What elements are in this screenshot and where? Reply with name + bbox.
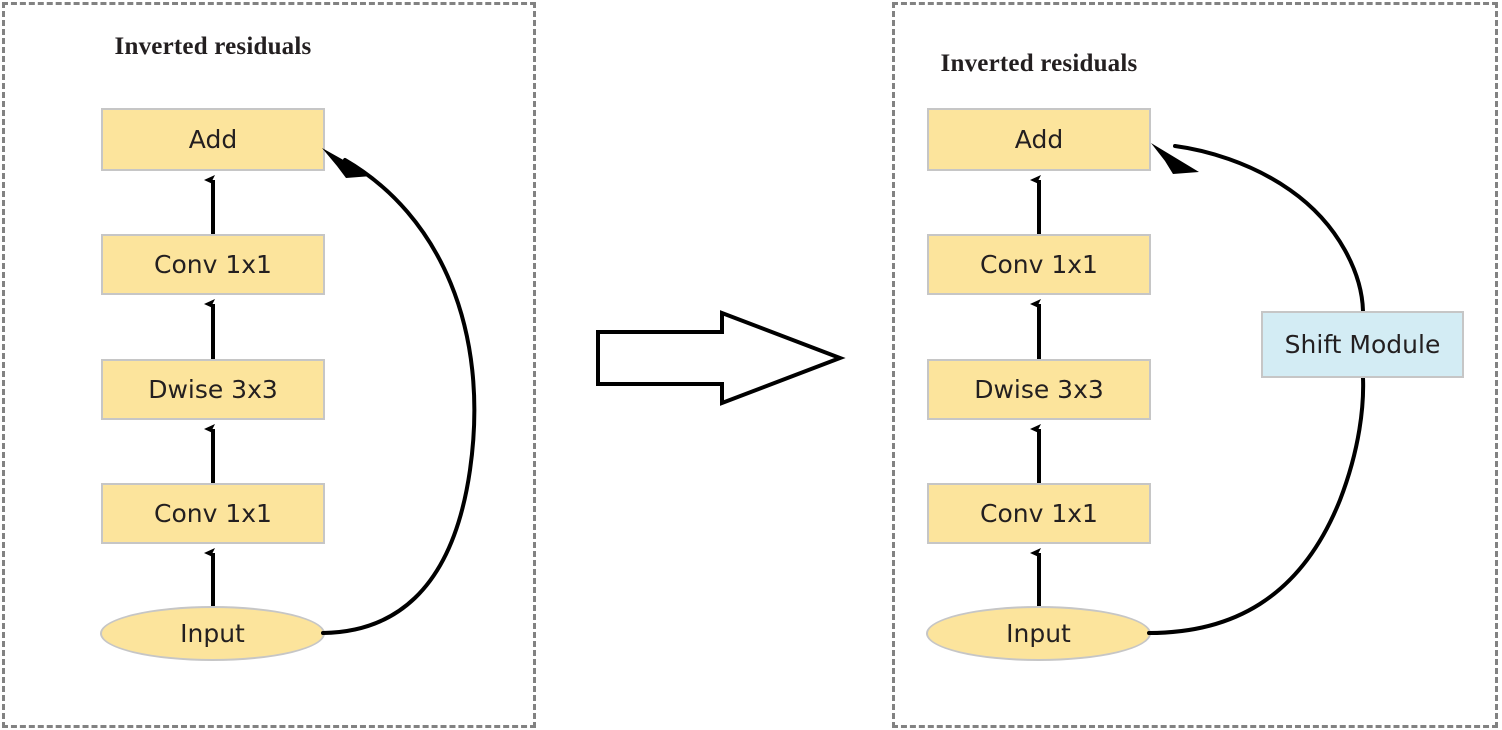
node-right-conv-1x1-upper[interactable]: Conv 1x1 [927,234,1151,295]
node-left-add[interactable]: Add [101,108,325,171]
node-label: Conv 1x1 [154,250,272,279]
panel-title-left: Inverted residuals [114,33,312,60]
node-right-input[interactable]: Input [926,606,1151,661]
node-label: Conv 1x1 [980,250,1098,279]
node-label: Shift Module [1284,330,1441,359]
block-right-arrow-icon [596,310,846,406]
node-right-dwise-3x3[interactable]: Dwise 3x3 [927,359,1151,420]
panel-inverted-residuals-original [2,2,536,728]
node-label: Add [188,125,238,154]
node-right-conv-1x1-lower[interactable]: Conv 1x1 [927,483,1151,544]
node-label: Input [180,619,245,648]
node-label: Dwise 3x3 [148,375,278,404]
panel-title-right: Inverted residuals [940,50,1138,77]
node-label: Conv 1x1 [154,499,272,528]
node-left-input[interactable]: Input [100,606,325,661]
node-left-conv-1x1-upper[interactable]: Conv 1x1 [101,234,325,295]
node-shift-module[interactable]: Shift Module [1261,311,1464,378]
node-left-conv-1x1-lower[interactable]: Conv 1x1 [101,483,325,544]
panel-inverted-residuals-with-shift [892,2,1498,728]
node-label: Conv 1x1 [980,499,1098,528]
node-label: Add [1014,125,1064,154]
node-left-dwise-3x3[interactable]: Dwise 3x3 [101,359,325,420]
node-right-add[interactable]: Add [927,108,1151,171]
node-label: Input [1006,619,1071,648]
node-label: Dwise 3x3 [974,375,1104,404]
